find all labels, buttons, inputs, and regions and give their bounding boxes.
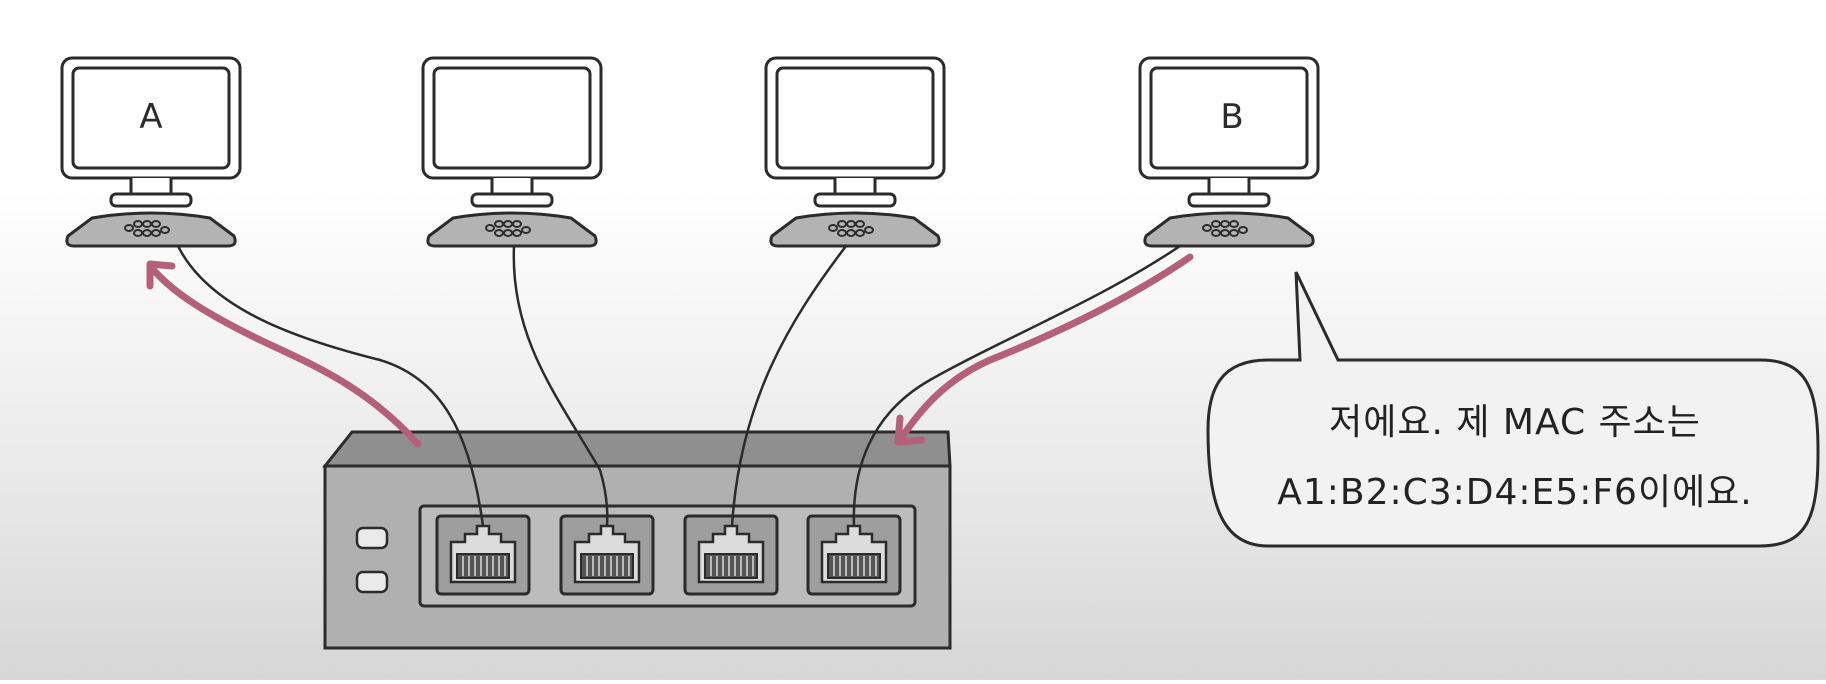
computer-a: [60, 56, 242, 248]
arrow-from-b-head: [894, 414, 926, 446]
ethernet-port-2: [559, 514, 655, 596]
computer-2: [421, 56, 603, 248]
speech-bubble: [1206, 271, 1820, 548]
cable-2: [512, 245, 609, 527]
cable-b: [852, 244, 1181, 527]
status-led-2: [355, 570, 389, 594]
cables: [176, 244, 1181, 527]
arrow-from-b: [896, 253, 1194, 444]
ethernet-port-1: [435, 514, 531, 596]
frame-path-arrows: [146, 253, 1194, 448]
cable-3: [730, 245, 847, 527]
speech-bubble-text: 저에요. 제 MAC 주소는 A1:B2:C3:D4:E5:F6이에요.: [1215, 388, 1815, 528]
arrow-to-a: [146, 262, 422, 448]
computer-a-label: A: [139, 97, 162, 137]
network-switch: [321, 430, 952, 650]
speech-bubble-line-2: A1:B2:C3:D4:E5:F6이에요.: [1277, 472, 1753, 513]
arrow-to-a-head: [146, 260, 176, 290]
ethernet-port-4: [806, 514, 902, 596]
computer-b: [1138, 56, 1320, 248]
ethernet-port-3: [683, 514, 779, 596]
speech-bubble-line-1: 저에요. 제 MAC 주소는: [1329, 402, 1701, 443]
computer-b-label: B: [1220, 97, 1243, 137]
status-led-1: [355, 526, 389, 550]
computer-3: [764, 56, 946, 248]
cable-a: [176, 245, 485, 527]
